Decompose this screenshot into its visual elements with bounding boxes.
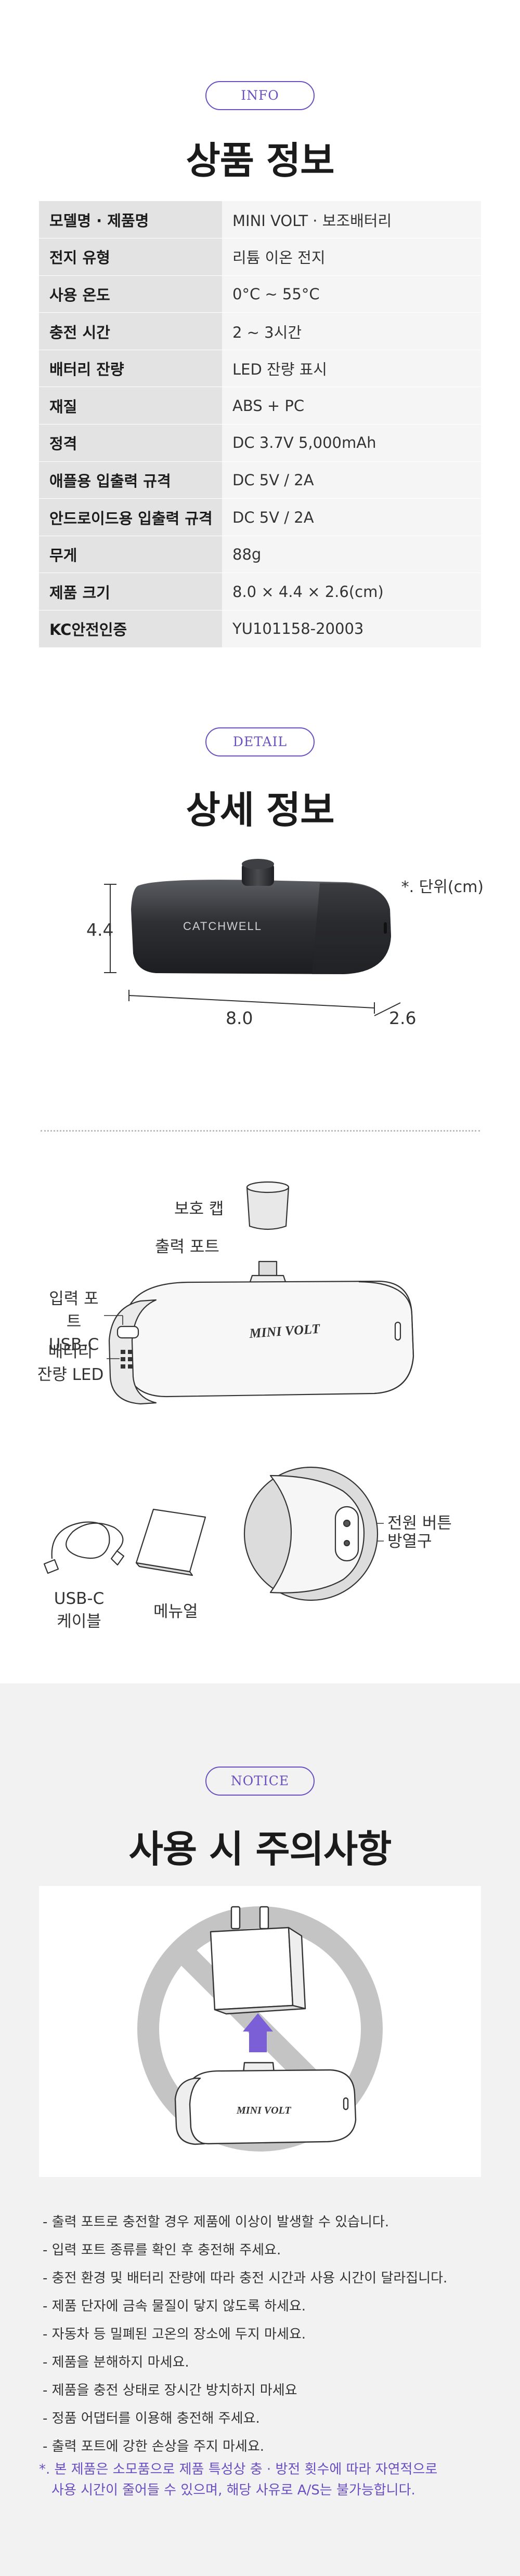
notice-item: - 제품을 분해하지 마세요. [43, 2355, 189, 2370]
output-port-drawing [249, 1260, 287, 1284]
detail-section: DETAIL 상세 정보 *. 단위(cm) CATCHWELL [0, 665, 520, 1683]
divider-dotted [41, 1130, 480, 1132]
spec-key: KC안전인증 [39, 610, 222, 648]
catchwell-logo: CATCHWELL [183, 920, 262, 933]
spec-key: 배터리 잔량 [39, 350, 222, 388]
spec-value: ABS + PC [222, 387, 481, 425]
notice-item: - 출력 포트에 강한 손상을 주지 마세요. [43, 2439, 265, 2454]
label-usb-c-cable: USB-C 케이블 [54, 1589, 105, 1631]
info-title: 상품 정보 [186, 139, 334, 182]
spec-value: 리튬 이온 전지 [222, 238, 481, 276]
usb-cable-drawing [43, 1521, 125, 1574]
info-badge: INFO [205, 81, 315, 110]
product-dimension-illustration: CATCHWELL [104, 859, 401, 1016]
label-vent: 방열구 [387, 1532, 432, 1551]
spec-value: 2 ~ 3시간 [222, 312, 481, 350]
cap-drawing [246, 1181, 290, 1230]
spec-key: 제품 크기 [39, 573, 222, 611]
label-output-port: 출력 포트 [155, 1238, 219, 1256]
spec-value: 88g [222, 536, 481, 574]
detail-title: 상세 정보 [186, 788, 334, 832]
battery-drawing [108, 1280, 414, 1405]
notice-item: - 제품 단자에 금속 물질이 닿지 않도록 하세요. [43, 2299, 306, 2314]
spec-key: 사용 온도 [39, 275, 222, 313]
spec-key: 충전 시간 [39, 312, 222, 350]
spec-key: 안드로이드용 입출력 규격 [39, 498, 222, 536]
notice-item: - 제품을 충전 상태로 장시간 방치하지 마세요 [43, 2383, 297, 2398]
spec-key: 정격 [39, 424, 222, 462]
notice-illustration-box: MINI VOLT [39, 1886, 481, 2177]
spec-value: DC 3.7V 5,000mAh [222, 424, 481, 462]
spec-key: 재질 [39, 387, 222, 425]
spec-value: 0°C ~ 55°C [222, 275, 481, 313]
label-manual: 메뉴얼 [153, 1602, 198, 1621]
mini-volt-logo: MINI VOLT [236, 2105, 291, 2116]
spec-key: 전지 유형 [39, 238, 222, 276]
protective-cap [242, 859, 274, 886]
charger-adapter-drawing [210, 1906, 306, 2015]
notice-item: - 정품 어댑터를 이용해 충전해 주세요. [43, 2411, 260, 2426]
battery-body [131, 880, 391, 974]
label-power-button: 전원 버튼 [387, 1514, 452, 1533]
no-charge-output-illustration: MINI VOLT [137, 1906, 383, 2152]
spec-value: DC 5V / 2A [222, 461, 481, 499]
notice-badge: NOTICE [205, 1767, 315, 1796]
dimension-height: 4.4 [86, 920, 114, 940]
component-illustration: MINI VOLT [43, 1181, 414, 1601]
notice-item: - 입력 포트 종류를 확인 후 충전해 주세요. [43, 2242, 281, 2258]
zoom-circle [243, 1466, 379, 1601]
spec-key: 무게 [39, 536, 222, 574]
detail-badge: DETAIL [205, 727, 315, 756]
mini-battery-drawing [174, 2062, 357, 2145]
unit-note: *. 단위(cm) [401, 878, 484, 896]
dimension-lines [104, 884, 401, 1016]
notice-section: NOTICE 사용 시 주의사항 [0, 1683, 520, 2576]
label-cap: 보호 캡 [174, 1200, 224, 1218]
notice-item: - 충전 환경 및 배터리 잔량에 따라 충전 시간과 사용 시간이 달라집니다… [43, 2270, 448, 2286]
spec-key: 애플용 입출력 규격 [39, 461, 222, 499]
label-battery-led: 배터리 잔량 LED [37, 1343, 104, 1384]
label-input-port: 입력 포트 USB-C [48, 1290, 99, 1354]
arrow-up-icon [243, 2013, 273, 2052]
spec-value: LED 잔량 표시 [222, 350, 481, 388]
dimension-width: 8.0 [226, 1008, 253, 1028]
manual-drawing [135, 1508, 206, 1576]
spec-value: 8.0 × 4.4 × 2.6(cm) [222, 573, 481, 611]
dimension-depth: 2.6 [389, 1008, 417, 1028]
spec-value: DC 5V / 2A [222, 498, 481, 536]
spec-value: YU101158-20003 [222, 610, 481, 648]
spec-key: 모델명 · 제품명 [39, 201, 222, 239]
notice-item: - 자동차 등 밀폐된 고온의 장소에 두지 마세요. [43, 2327, 306, 2342]
spec-value: MINI VOLT · 보조배터리 [222, 201, 481, 239]
notice-title: 사용 시 주의사항 [128, 1827, 392, 1871]
notice-warning: *. 본 제품은 소모품으로 제품 특성상 충 · 방전 횟수에 따라 자연적으… [39, 2462, 438, 2498]
notice-list: - 출력 포트로 충전할 경우 제품에 이상이 발생할 수 있습니다. - 입력 … [43, 2208, 490, 2461]
notice-item: - 출력 포트로 충전할 경우 제품에 이상이 발생할 수 있습니다. [43, 2214, 389, 2230]
